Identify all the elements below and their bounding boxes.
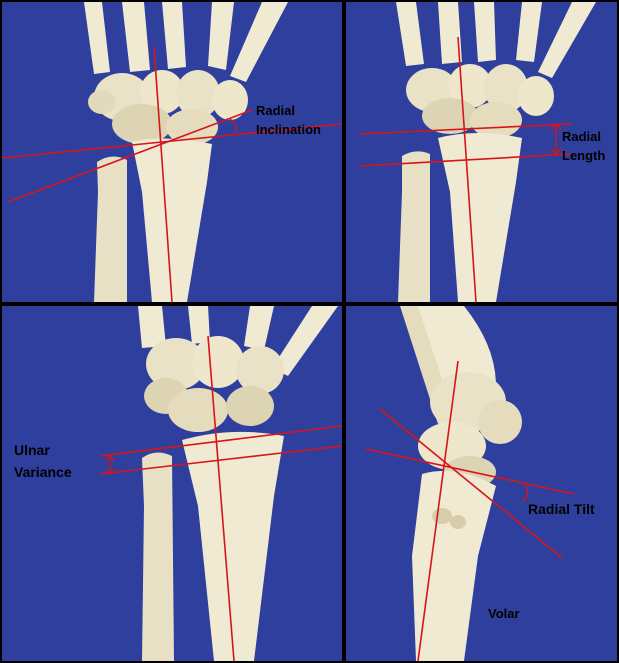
- label-radial-tilt: Radial Tilt: [528, 501, 595, 518]
- label-radial-inclination-line2: Inclination: [256, 122, 321, 138]
- label-ulnar-variance-line1: Ulnar: [14, 442, 50, 459]
- label-volar: Volar: [488, 606, 520, 622]
- panel-ulnar-variance: Ulnar Variance: [2, 306, 342, 661]
- panel-radial-inclination: Radial Inclination: [2, 2, 342, 302]
- wrist-xray-photo: [2, 306, 342, 661]
- label-ulnar-variance-line2: Variance: [14, 464, 72, 481]
- wrist-xray-photo: [346, 306, 617, 661]
- panel-radial-tilt: Radial Tilt Volar: [346, 306, 617, 661]
- panel-radial-length: Radial Length: [346, 2, 617, 302]
- label-radial-length-line2: Length: [562, 148, 605, 164]
- label-radial-inclination-line1: Radial: [256, 103, 295, 119]
- label-radial-length-line1: Radial: [562, 129, 601, 145]
- wrist-xray-photo: [2, 2, 342, 302]
